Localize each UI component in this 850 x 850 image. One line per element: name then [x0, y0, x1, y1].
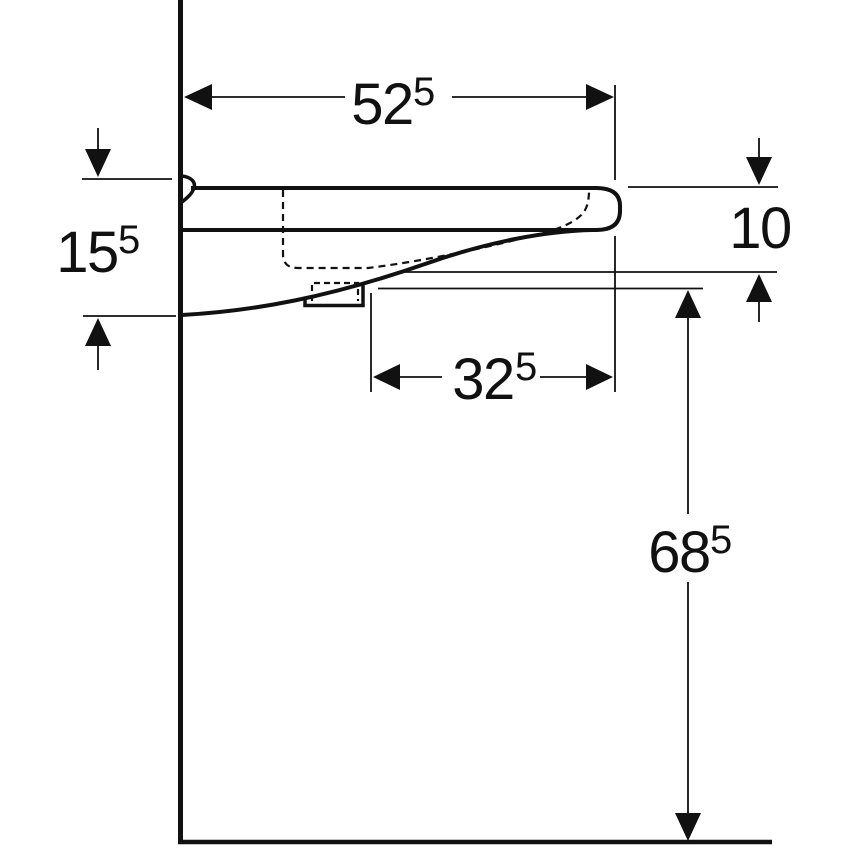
dimension-label-bottom-width-superscript: 5: [515, 345, 537, 389]
arrow-down-icon: [675, 813, 701, 841]
dimension-front-edge-height: 10: [397, 138, 792, 322]
drain-outlet-outline: [303, 283, 365, 308]
hidden-bowl-dashed-line: [281, 190, 591, 270]
dimension-label-front-edge-height: 10: [729, 196, 791, 261]
dimension-label-bottom-width: 32: [452, 347, 514, 412]
dimension-bottom-width: 32 5: [370, 293, 613, 412]
basin-back-lip: [180, 174, 197, 204]
dimension-label-left-height-superscript: 5: [118, 218, 140, 262]
arrow-right-icon: [586, 84, 614, 110]
dimension-label-top-width: 52: [351, 72, 413, 137]
arrow-right-icon: [586, 364, 613, 390]
basin-bottom-curve: [181, 228, 593, 317]
arrow-up-icon: [746, 274, 772, 302]
dimension-label-left-height: 15: [56, 220, 118, 285]
arrow-up-icon: [675, 290, 701, 318]
dimension-label-clearance-height-superscript: 5: [710, 518, 732, 562]
dimension-top-width: 52 5: [184, 70, 616, 392]
arrow-up-icon: [85, 318, 111, 346]
dimension-clearance-height: 68 5: [378, 287, 732, 841]
arrow-down-icon: [746, 157, 772, 185]
arrow-down-icon: [85, 149, 111, 177]
arrow-left-icon: [373, 364, 400, 390]
basin-rim-outline: [182, 186, 622, 232]
hidden-drain-dashed-line: [310, 281, 360, 301]
dimension-left-height: 15 5: [56, 128, 176, 370]
dimension-label-clearance-height: 68: [648, 520, 710, 585]
dimension-label-top-width-superscript: 5: [413, 70, 435, 114]
arrow-left-icon: [184, 84, 212, 110]
